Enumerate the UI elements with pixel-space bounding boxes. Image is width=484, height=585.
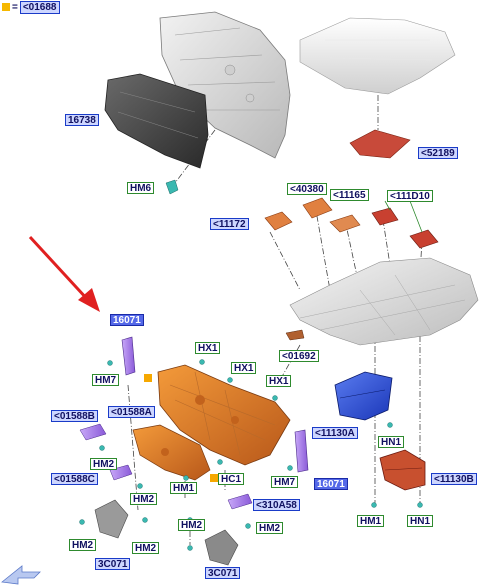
blue-panel-part[interactable] [334,371,393,421]
roof-pad-part[interactable] [349,129,411,159]
callout-11165[interactable]: <11165 [330,189,369,201]
callout-11172[interactable]: <11172 [210,218,249,230]
callout-01588c[interactable]: <01588C [51,473,98,485]
red-arrow-indicator [28,235,100,312]
callout-hm7-right[interactable]: HM7 [271,476,299,488]
callout-hm1-left[interactable]: HM1 [170,482,198,494]
legend-swatch [2,3,10,11]
callout-310a58[interactable]: <310A58 [253,499,300,511]
callout-3c071-left[interactable]: 3C071 [95,558,131,570]
red-panel-part[interactable] [379,449,426,491]
fastener-dots [79,359,423,551]
callout-3c071-right[interactable]: 3C071 [205,567,241,579]
callout-11130b[interactable]: <11130B [431,473,477,485]
callout-hm6[interactable]: HM6 [127,182,155,194]
direction-arrow-icon [1,565,41,585]
roof-panel-part[interactable] [299,17,456,95]
callout-01588a[interactable]: <01588A [108,406,155,418]
callout-hm2-6[interactable]: HM2 [132,542,160,554]
callout-hm7-left[interactable]: HM7 [92,374,120,386]
hm6-clip-part[interactable] [165,179,179,195]
callout-hm2-2[interactable]: HM2 [130,493,158,505]
callout-hx1-3[interactable]: HX1 [266,375,292,387]
gray-bracket-parts[interactable] [94,499,239,566]
callout-111d10[interactable]: <111D10 [387,190,433,202]
legend-label[interactable]: <01688 [19,1,60,14]
legend-equals: = [12,2,18,13]
callout-hm2-3[interactable]: HM2 [178,519,206,531]
callout-16071-lower[interactable]: 16071 [314,478,348,490]
callout-01588b[interactable]: <01588B [51,410,98,422]
callout-hx1-1[interactable]: HX1 [195,342,221,354]
callout-52189[interactable]: <52189 [418,147,458,159]
guide-lines [127,95,423,545]
purple-bracket-parts[interactable] [121,336,309,473]
callout-01692[interactable]: <01692 [279,350,319,362]
callout-hm2-1[interactable]: HM2 [90,458,118,470]
orange-marker [144,374,152,382]
dash-panel-part[interactable] [157,364,291,466]
callout-hx1-2[interactable]: HX1 [231,362,257,374]
orange-marker [210,474,218,482]
callout-hc1[interactable]: HC1 [218,473,245,485]
floor-panel-part[interactable] [289,257,479,346]
callout-16738[interactable]: 16738 [65,114,99,126]
hood-insulator-part[interactable] [104,73,209,169]
callout-40380[interactable]: <40380 [287,183,327,195]
reference-legend: =<01688 [2,1,60,14]
floor-bracket-parts[interactable] [264,197,439,249]
callout-hm2-5[interactable]: HM2 [69,539,97,551]
callout-hn1-lower[interactable]: HN1 [407,515,434,527]
callout-hm1-right[interactable]: HM1 [357,515,385,527]
lower-dash-panel-part[interactable] [132,424,211,481]
callout-11130a[interactable]: <11130A [312,427,358,439]
callout-hn1-upper[interactable]: HN1 [378,436,405,448]
callout-hm2-4[interactable]: HM2 [256,522,284,534]
callout-16071-upper[interactable]: 16071 [110,314,144,326]
part-01692[interactable] [285,329,305,341]
